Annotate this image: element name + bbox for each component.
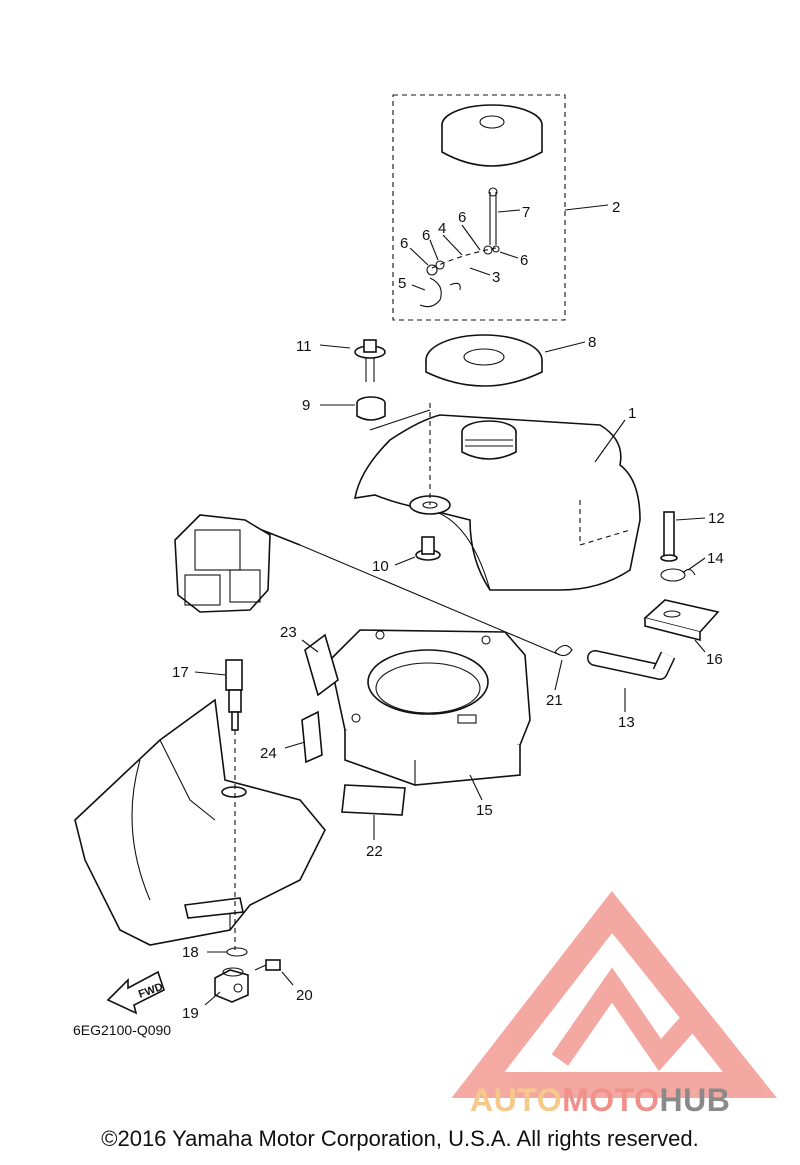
watermark-auto: AUTO	[470, 1082, 563, 1118]
callout-21: 21	[546, 692, 563, 709]
assembly-box	[392, 94, 566, 321]
callout-16: 16	[706, 651, 723, 668]
callout-24: 24	[260, 745, 277, 762]
watermark-text: AUTOMOTOHUB	[470, 1082, 730, 1119]
automotohub-logo	[451, 890, 777, 1098]
hose-part-13	[587, 650, 676, 680]
callout-4: 4	[438, 220, 446, 237]
watermark-moto: MOTO	[562, 1082, 660, 1118]
carburetor	[174, 514, 561, 656]
callout-6b: 6	[422, 227, 430, 244]
callout-20: 20	[296, 987, 313, 1004]
bolt-part-11	[354, 339, 386, 382]
callout-8: 8	[588, 334, 596, 351]
leader-lines	[194, 204, 706, 1006]
callout-6a: 6	[400, 235, 408, 252]
collar-part-10	[415, 536, 441, 561]
callout-5: 5	[398, 275, 406, 292]
callout-18: 18	[182, 944, 199, 961]
fwd-arrow-icon: FWD	[106, 970, 165, 1015]
catalog-code: 6EG2100-Q090	[73, 1022, 172, 1038]
clip-part-21	[554, 644, 573, 657]
grommet-part-9	[356, 396, 386, 421]
callout-3: 3	[492, 269, 500, 286]
cover-part-15	[329, 629, 531, 786]
callout-2: 2	[612, 199, 620, 216]
callout-19: 19	[182, 1005, 199, 1022]
callout-1: 1	[628, 405, 636, 422]
gasket-part-8	[425, 334, 543, 387]
callout-23: 23	[280, 624, 297, 641]
callout-17: 17	[172, 664, 189, 681]
pin-part-12	[660, 511, 678, 562]
oring-part-18	[226, 947, 248, 957]
bracket-part-16	[643, 599, 720, 642]
label-part-22	[341, 784, 406, 816]
screw-part-20	[254, 959, 281, 971]
label-part-23	[304, 633, 339, 697]
callout-9: 9	[302, 397, 310, 414]
joint-part-19	[214, 967, 249, 1003]
label-part-24	[301, 710, 323, 764]
callout-11: 11	[296, 338, 312, 355]
callout-15: 15	[476, 802, 493, 819]
callout-6c: 6	[458, 209, 466, 226]
callout-numbers: 1 2 3 4 5 6 6 6 6 7 8 9 10 11 12 13 14 1…	[172, 199, 725, 1022]
callout-10: 10	[372, 558, 389, 575]
callout-22: 22	[366, 843, 383, 860]
callout-7: 7	[522, 204, 530, 221]
copyright-notice: ©2016 Yamaha Motor Corporation, U.S.A. A…	[101, 1126, 699, 1151]
lower-cowling	[74, 698, 326, 946]
watermark-hub: HUB	[659, 1082, 731, 1118]
clip-part-14	[660, 568, 696, 582]
connector-part-17	[225, 659, 243, 950]
callout-12: 12	[708, 510, 725, 527]
callout-6d: 6	[520, 252, 528, 269]
callout-14: 14	[707, 550, 724, 567]
callout-13: 13	[618, 714, 635, 731]
fuel-cap-assembly	[392, 94, 566, 321]
fuel-tank-part-1	[354, 403, 641, 591]
